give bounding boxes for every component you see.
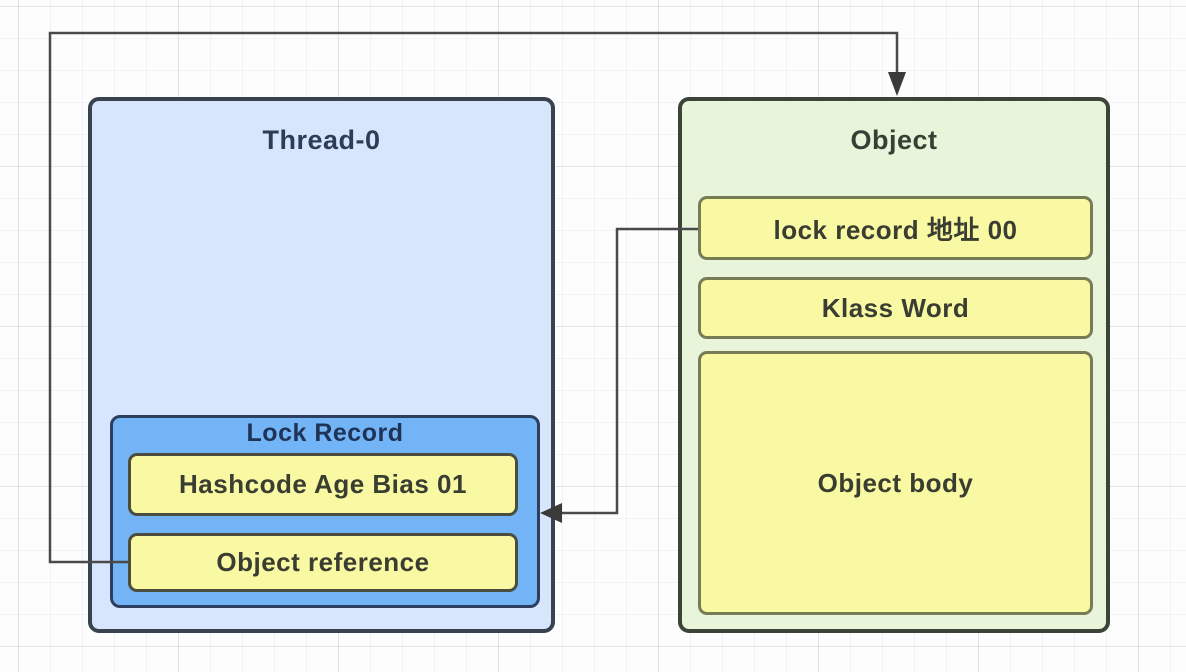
thread-title: Thread-0 [262,125,381,155]
object-row-klass-word: Klass Word [698,277,1093,339]
lock-record-row-hashcode-age-bias: Hashcode Age Bias 01 [128,453,518,516]
lock-record-title: Lock Record [246,419,404,447]
object-row-object-body: Object body [698,351,1093,615]
lock-record-node: Lock Record Hashcode Age Bias 01 Object … [110,415,540,608]
object-node: Object lock record 地址 00 Klass Word Obje… [678,97,1110,633]
arrowhead-down-into-object-icon [888,72,906,96]
thread-node: Thread-0 Lock Record Hashcode Age Bias 0… [88,97,555,633]
lock-record-row-object-reference: Object reference [128,533,518,592]
object-title: Object [850,125,938,155]
object-row-lock-record-address: lock record 地址 00 [698,196,1093,260]
